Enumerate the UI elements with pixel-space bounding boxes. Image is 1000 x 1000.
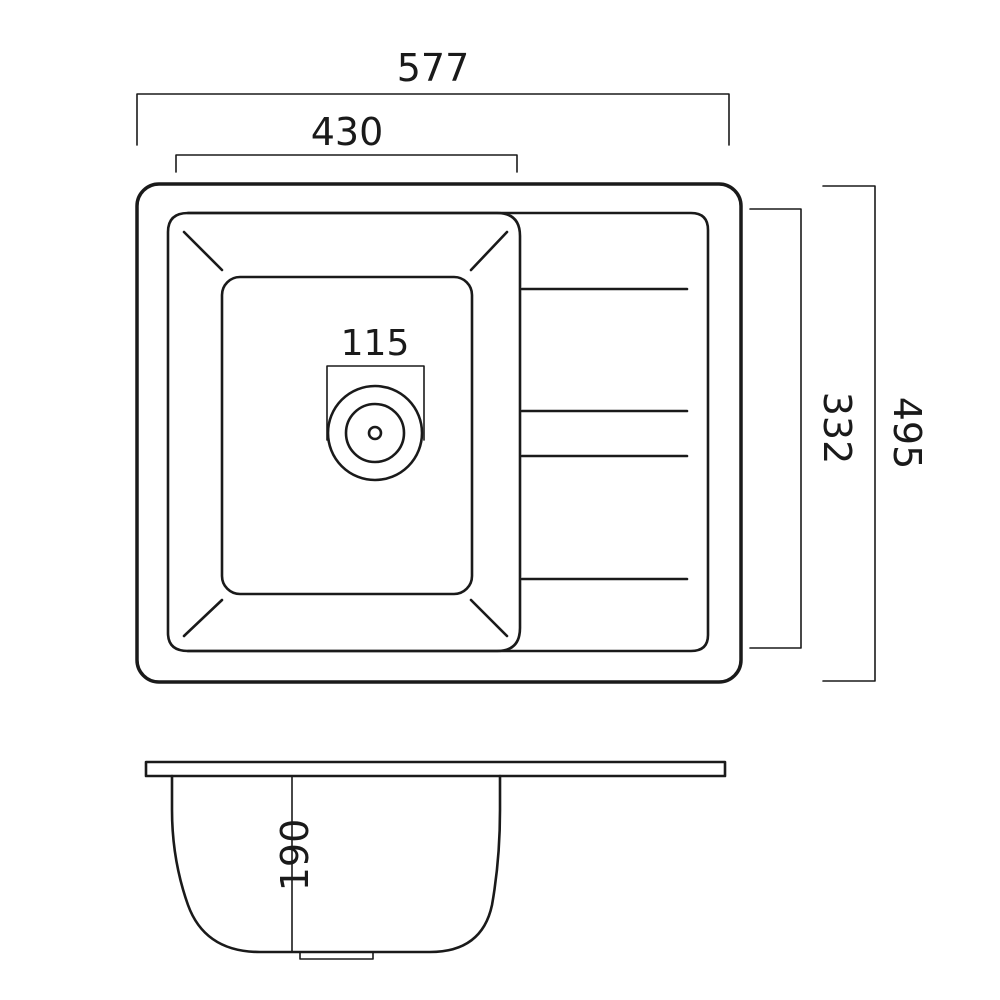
bowl-corner-line-tr — [469, 230, 509, 272]
dimension-430-label: 430 — [311, 110, 384, 154]
side-view-drain-outlet — [299, 951, 374, 960]
dimension-332: 332 — [749, 208, 859, 649]
side-view-rim — [144, 760, 727, 778]
bowl-corner-line-bl — [182, 598, 224, 638]
bowl-corner-line-br — [469, 598, 509, 638]
dimension-495: 495 — [822, 185, 929, 682]
dimension-430: 430 — [175, 110, 518, 173]
sink-outer-rim — [135, 182, 743, 684]
top-view — [135, 182, 743, 684]
dimension-332-label: 332 — [815, 392, 859, 465]
dimension-190: 190 — [273, 775, 317, 953]
drain-outer-ring — [326, 384, 424, 482]
dimension-115: 115 — [326, 323, 425, 441]
side-view: 190 — [144, 760, 727, 960]
dimension-115-label: 115 — [341, 323, 410, 364]
drain-inner-ring — [344, 402, 406, 464]
bowl-outer-edge — [186, 211, 522, 653]
dimension-190-label: 190 — [273, 819, 317, 892]
bowl-corner-line-tl — [182, 230, 224, 272]
dimension-495-label: 495 — [885, 397, 929, 470]
dimension-577-label: 577 — [397, 46, 470, 90]
sink-inner-recess — [166, 211, 710, 653]
drain-center — [367, 425, 383, 441]
bowl-floor — [220, 275, 474, 596]
dimension-577: 577 — [136, 46, 730, 146]
side-view-bowl — [170, 774, 502, 954]
